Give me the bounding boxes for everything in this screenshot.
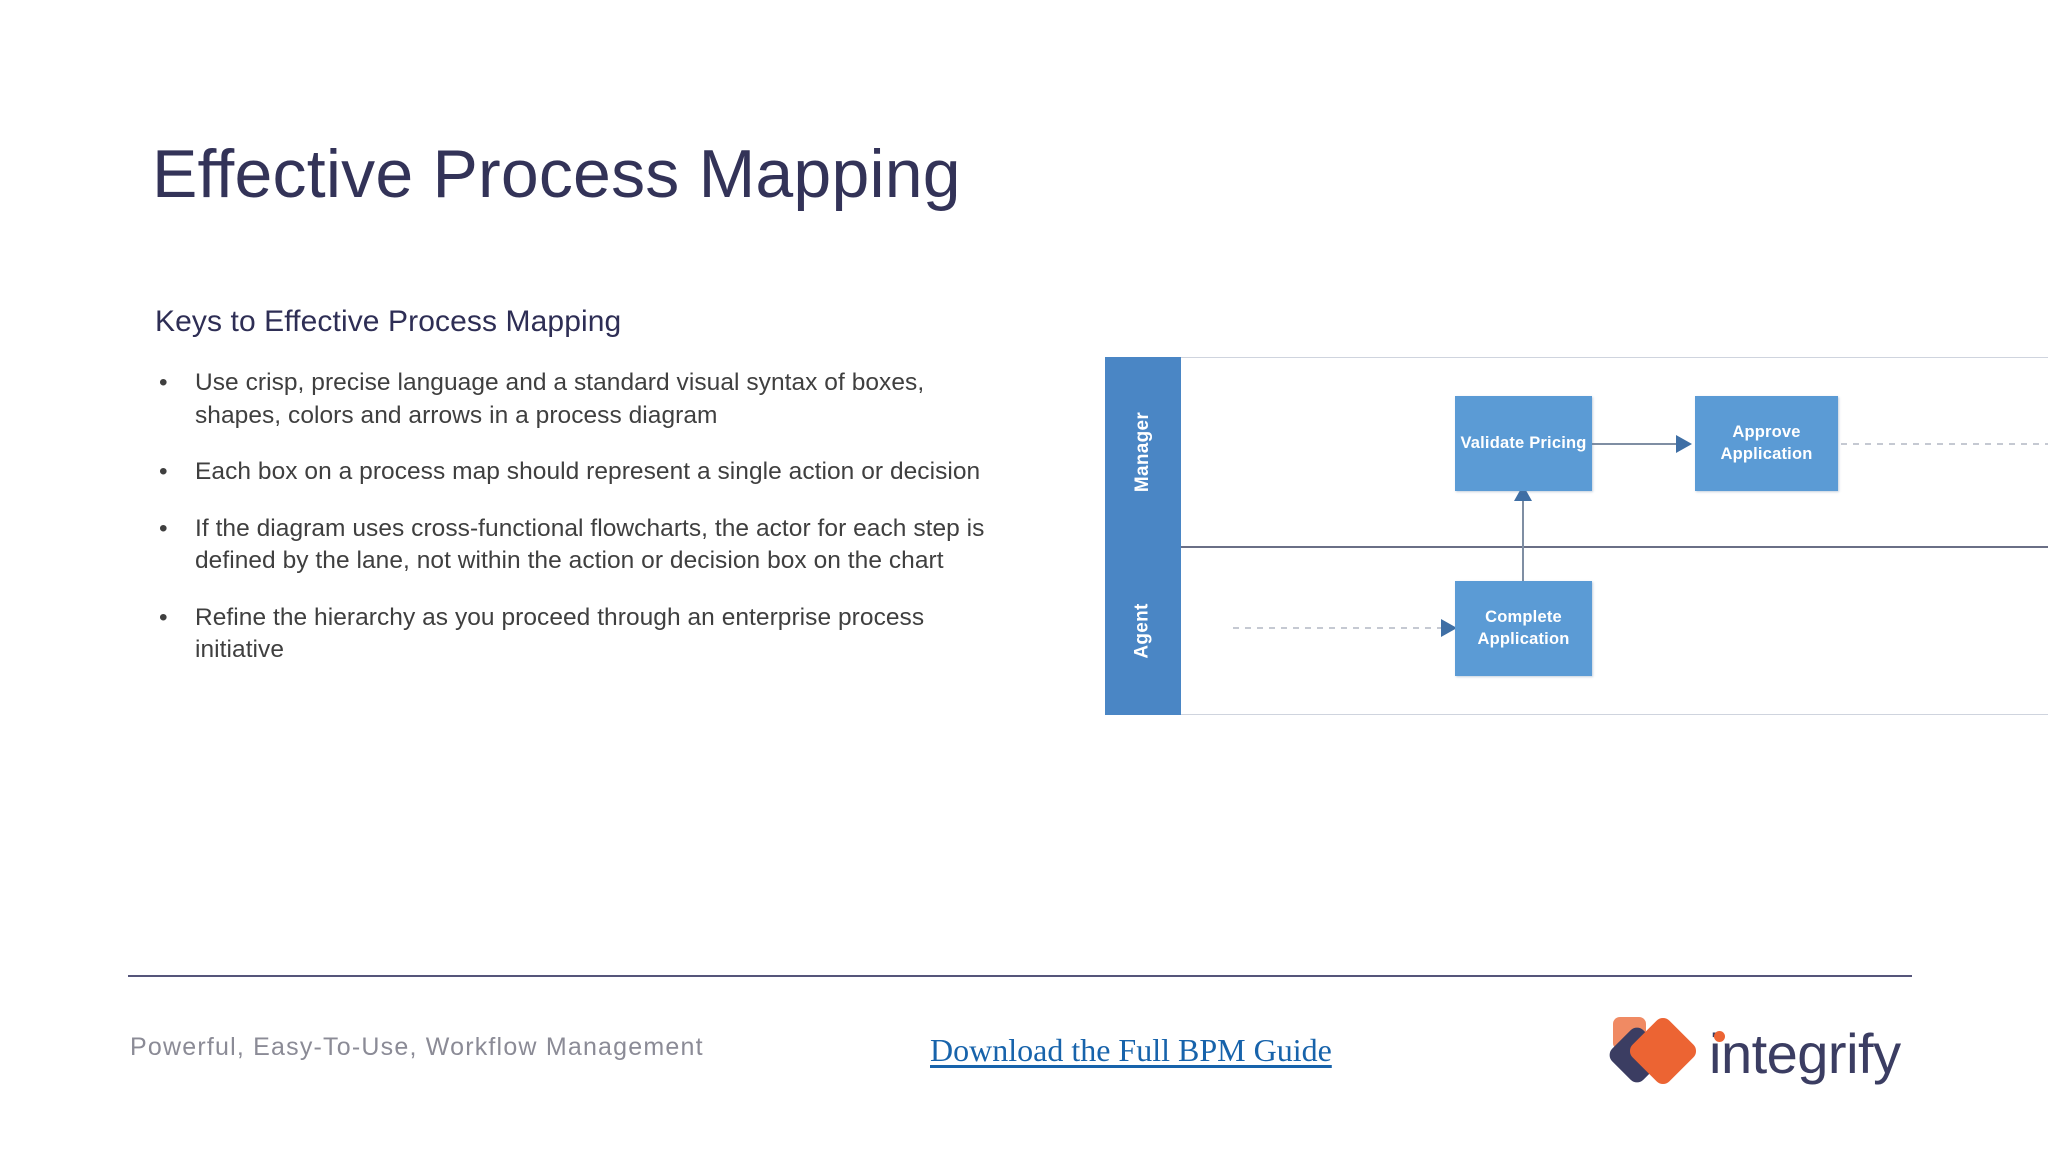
logo-i-dot-icon <box>1714 1031 1725 1042</box>
lane-header-manager: Manager <box>1105 357 1181 547</box>
lane-divider-middle <box>1181 546 2048 548</box>
footer-tagline: Powerful, Easy-To-Use, Workflow Manageme… <box>130 1033 704 1061</box>
process-box-approve-application-label: Approve Application <box>1720 423 1813 463</box>
bullet-list: • Use crisp, precise language and a stan… <box>155 367 1015 691</box>
brand-wordmark: integrify <box>1709 1022 1901 1085</box>
lane-header-agent: Agent <box>1105 547 1181 715</box>
connector-outbound-dotted <box>1841 443 2048 445</box>
connector-inbound-dotted <box>1233 627 1445 629</box>
swimlane-diagram: Manager Agent Validate Pricing Approve A… <box>1105 357 2048 715</box>
brand-logo: integrify <box>1605 1014 1913 1091</box>
list-item-text: If the diagram uses cross-functional flo… <box>195 514 985 575</box>
integrify-diamond-icon <box>1605 1014 1700 1091</box>
list-item-text: Each box on a process map should represe… <box>195 458 981 486</box>
process-box-complete-application-label: Complete Application <box>1477 608 1570 648</box>
footer-divider <box>128 975 1912 977</box>
lane-divider-bottom <box>1181 714 2048 715</box>
process-box-approve-application: Approve Application <box>1695 396 1838 491</box>
connector-validate-to-approve <box>1592 443 1677 445</box>
lane-header-manager-label: Manager <box>1132 411 1154 493</box>
bullet-marker: • <box>159 458 168 486</box>
list-item: • Each box on a process map should repre… <box>155 456 1015 489</box>
bullet-marker: • <box>159 603 168 631</box>
list-item: • If the diagram uses cross-functional f… <box>155 513 1015 578</box>
bullet-marker: • <box>159 369 168 396</box>
list-item: • Refine the hierarchy as you proceed th… <box>155 602 1015 667</box>
download-bpm-guide-link[interactable]: Download the Full BPM Guide <box>930 1032 1332 1068</box>
list-item-text: Use crisp, precise language and a standa… <box>195 369 925 429</box>
connector-complete-to-validate <box>1522 496 1524 582</box>
page-title: Effective Process Mapping <box>152 136 961 212</box>
process-box-validate-pricing-label: Validate Pricing <box>1460 433 1587 452</box>
lane-divider-top <box>1181 357 2048 358</box>
process-box-validate-pricing: Validate Pricing <box>1455 396 1592 491</box>
arrowhead-to-approve-application-icon <box>1676 435 1692 453</box>
list-item: • Use crisp, precise language and a stan… <box>155 367 1015 432</box>
lane-header-agent-label: Agent <box>1131 603 1153 659</box>
list-item-text: Refine the hierarchy as you proceed thro… <box>195 603 925 664</box>
bullet-marker: • <box>159 514 168 542</box>
content-heading: Keys to Effective Process Mapping <box>155 305 622 338</box>
arrowhead-to-complete-application-icon <box>1441 619 1457 637</box>
process-box-complete-application: Complete Application <box>1455 581 1592 676</box>
